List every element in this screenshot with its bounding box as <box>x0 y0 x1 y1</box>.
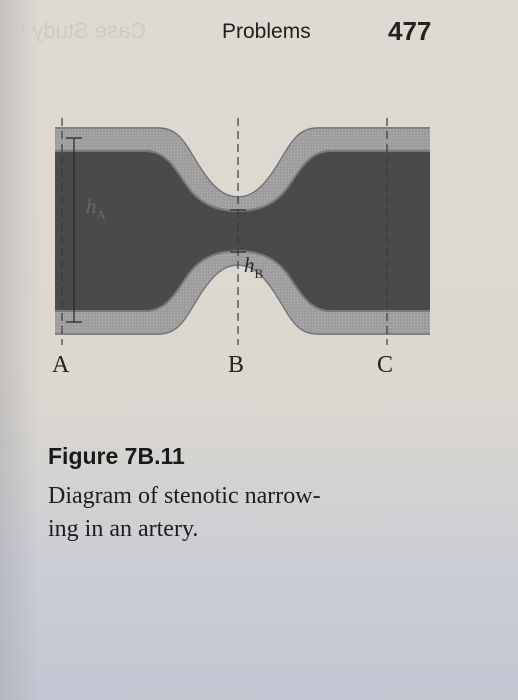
section-label-b: B <box>228 352 244 378</box>
caption-line-2: ing in an artery. <box>48 516 199 542</box>
figure-caption: Diagram of stenotic narrow- ing in an ar… <box>48 480 468 546</box>
label-ha: hA <box>86 194 107 222</box>
artery-lumen <box>55 150 430 312</box>
section-label-a: A <box>52 352 70 378</box>
figure-label: Figure 7B.11 <box>48 443 185 469</box>
label-hb: hB <box>244 253 264 281</box>
page-shadow <box>0 0 40 700</box>
page-number: 477 <box>388 16 432 46</box>
caption-line-1: Diagram of stenotic narrow- <box>48 483 321 509</box>
section-label-c: C <box>377 352 393 378</box>
running-head: Problems <box>222 20 311 43</box>
